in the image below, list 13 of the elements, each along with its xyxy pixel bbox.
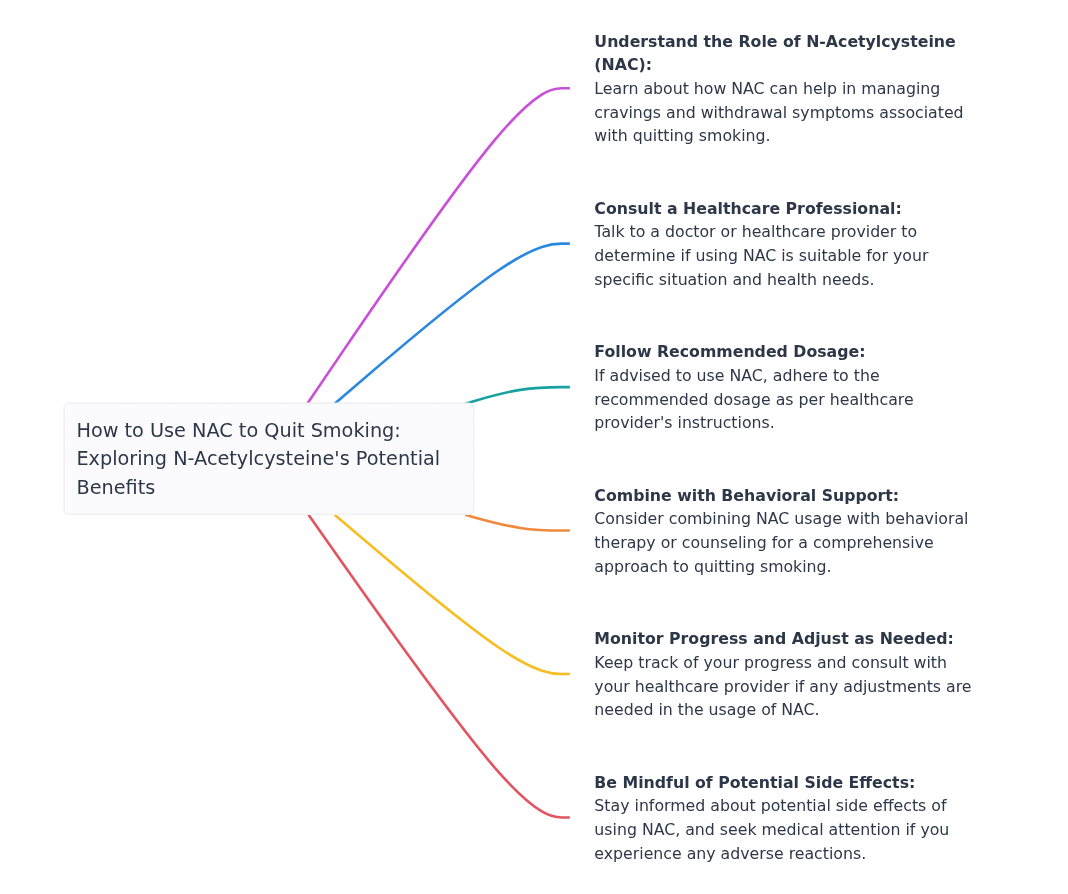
node-text: Combine with Behavioral Support: Consider combining NAC usage with behavioral therapy or counseling for a comprehensive approach to quitting smoking. <box>594 485 969 576</box>
connector <box>464 513 570 532</box>
node-text: Monitor Progress and Adjust as Needed: Keep track of your progress and consult with your healthcare provider if any adjustments are needed in the usage of NAC. <box>594 629 972 719</box>
node-text: Consult a Healthcare Professional: Talk to a doctor or healthcare provider to determine if using NAC is suitable for your specific situation and health needs. <box>594 198 929 289</box>
connector <box>307 514 570 819</box>
node-text: Follow Recommended Dosage: If advised to use NAC, adhere to the recommended dosage as per healthcare provider's instructions. <box>594 342 914 432</box>
node-text: Understand the Role of N-Acetylcysteine (NAC): Learn about how NAC can help in managing cravings and withdrawal symptoms associated with quitting smoking. <box>594 31 964 145</box>
node-text: Be Mindful of Potential Side Effects: Stay informed about potential side effects of using NAC, and seek medical attention if you experience any adverse reactions. <box>594 772 950 863</box>
connector <box>464 385 570 405</box>
connector <box>333 513 570 676</box>
connector <box>333 242 570 405</box>
node-text: How to Use NAC to Quit Smoking: Exploring N-Acetylcysteine's Potential Benefits <box>76 419 441 499</box>
connector <box>306 87 570 405</box>
